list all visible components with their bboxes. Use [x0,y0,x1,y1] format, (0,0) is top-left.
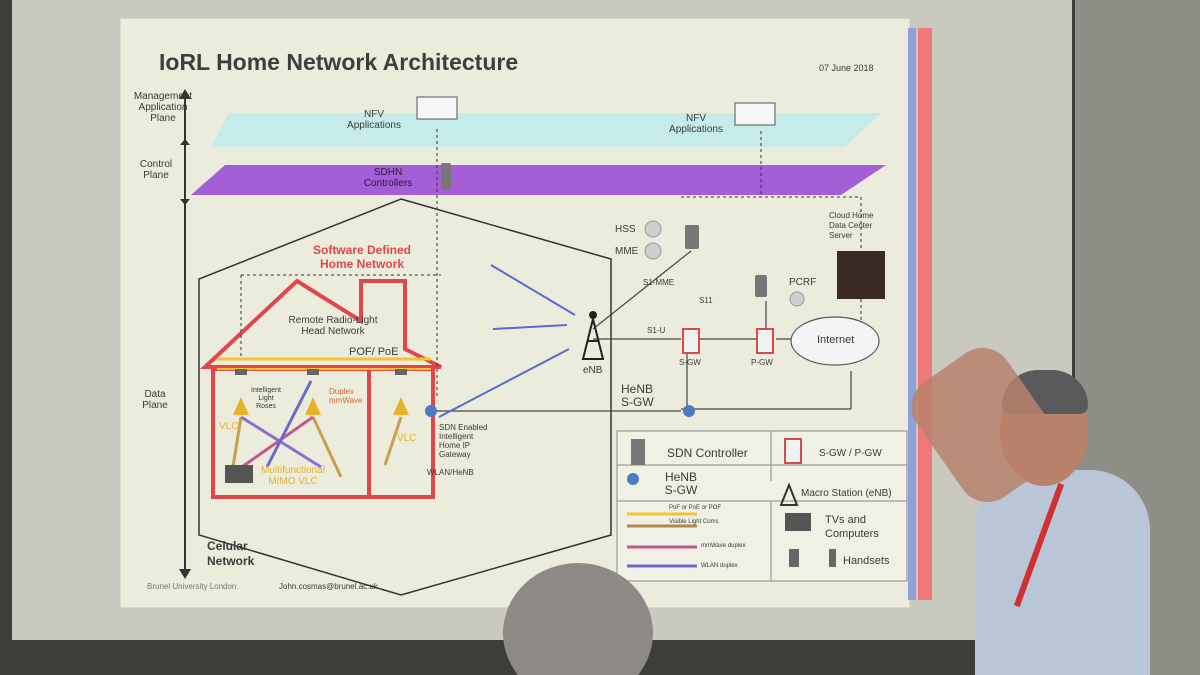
wlan-henb-label: WLAN/HeNB [427,468,474,477]
vlc-label-left: VLC [219,421,239,432]
legend-tvs-computers: TVs and Computers [825,514,879,540]
control-plane-band [191,165,886,195]
s1-mme-label: S1-MME [643,278,675,287]
legend-visible-light: Visible Light Coms [669,519,719,525]
university-footer: Brunel University London [147,582,237,591]
mmwave-label: Duplex mmWave [329,387,363,405]
house-roof [199,278,442,369]
sdhn-controllers-label: SDHN Controllers [363,167,413,189]
sdn-gateway-label: SDN Enabled Intelligent Home IP Gateway [439,423,488,459]
multifunctional-label: Multifunctional MIMO VLC [261,465,325,487]
email-footer: John.cosmas@brunel.ac.uk [279,582,378,591]
henb-sgw-label: HeNB S-GW [621,382,654,409]
plane-divider-arrow [180,199,190,205]
gateway-boxes [682,328,774,354]
legend-sdn-controller: SDN Controller [667,446,748,460]
core-servers [441,163,767,297]
plane-axis-arrow-top [179,89,191,99]
pcrf-label: PCRF [789,277,817,288]
management-plane-label: Management Application Plane [133,91,193,124]
slide-date: 07 June 2018 [819,63,874,73]
legend-henb-sgw: HeNB S-GW [664,470,698,497]
legend-pof: PoF or PoE or POF [669,505,722,511]
legend-swatches [627,512,697,568]
cellular-cell-hexagon [198,198,612,596]
data-plane-label: Data Plane [142,389,168,411]
management-plane-band [211,113,881,147]
rrlh-network-label: Remote Radio-Light Head Network [288,315,378,337]
gateway-node [425,405,437,417]
nfv-terminals [416,96,776,126]
slide-stripe-blue [908,28,916,600]
legend-sgw-pgw: S-GW / P-GW [819,448,882,459]
s-gw-label: S-GW [679,358,701,367]
presentation-slide: IoRL Home Network Architecture 07 June 2… [120,18,910,608]
cloud-server-label: Cloud Home Data Center Server [829,211,874,240]
wireless-links [438,264,576,418]
control-links [240,129,862,399]
vlc-label-right: VLC [397,433,417,444]
vlc-beams [231,380,403,478]
light-roses [233,369,409,415]
enb-label: eNB [583,365,603,376]
henb-node [683,405,695,417]
s1-u-label: S1-U [647,326,666,335]
s11-label: S11 [699,296,713,305]
enb-tower [581,311,605,360]
network-links [431,250,852,412]
plane-axis-arrow-bottom [179,569,191,579]
plane-divider-arrow [180,139,190,145]
presenter-shirt [975,470,1150,675]
tv-device [225,465,253,483]
pof-poe-label: POF/ PoE [349,346,399,358]
legend-icons [627,438,836,567]
p-gw-label: P-GW [751,358,773,367]
nfv-apps-label-2: NFV Applications [669,113,723,135]
legend-mmwave: mmWave duplex [701,543,746,549]
hss-label: HSS [615,224,636,235]
audience-head [503,563,653,675]
databases [644,220,805,307]
nfv-apps-label-1: NFV Applications [347,109,401,131]
internet-label: Internet [817,334,855,346]
legend-wlan: WLAN duplex [701,563,738,569]
light-roses-label: Intelligent Light Roses [251,387,281,410]
cellular-network-label: Celular Network [207,539,255,568]
internet-cloud [790,316,880,366]
slide-title: IoRL Home Network Architecture [159,49,519,75]
legend-macro-station: Macro Station (eNB) [801,488,892,499]
cloud-server-rack [837,251,885,299]
control-plane-label: Control Plane [139,159,173,181]
mme-label: MME [615,246,639,257]
legend-table [616,430,908,582]
diagram-graphics [179,89,908,596]
legend-handsets: Handsets [843,555,890,567]
slide-stripe-red [918,28,932,600]
software-defined-label: Software Defined Home Network [312,243,411,271]
